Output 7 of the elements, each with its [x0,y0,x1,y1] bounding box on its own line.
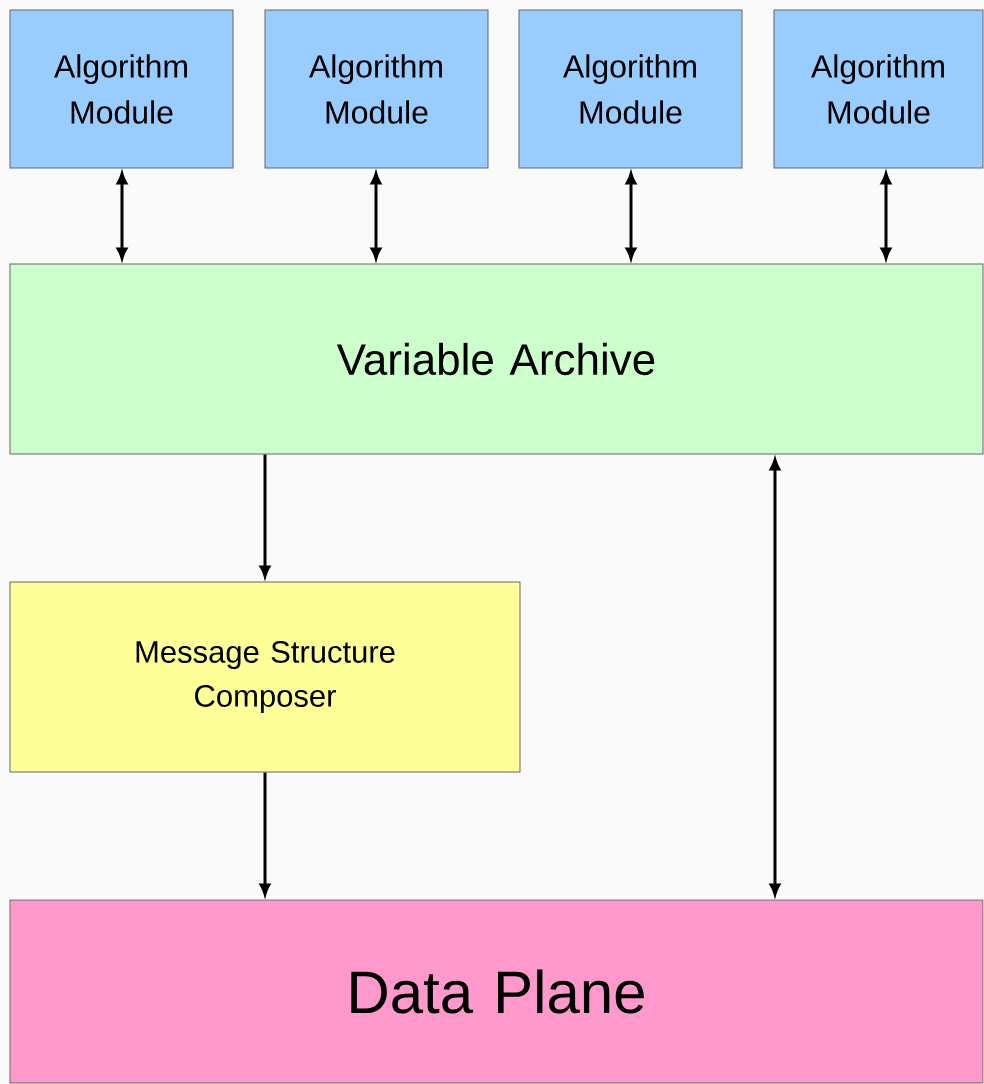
module-box: Algorithm Module [264,9,489,169]
module-box: Algorithm Module [9,9,234,169]
archive-box: Variable Archive [9,263,984,455]
module-box: Algorithm Module [518,9,743,169]
module-box: Algorithm Module [773,9,984,169]
data-plane-box: Data Plane [9,899,984,1084]
composer-box: Message Structure Composer [9,581,521,773]
